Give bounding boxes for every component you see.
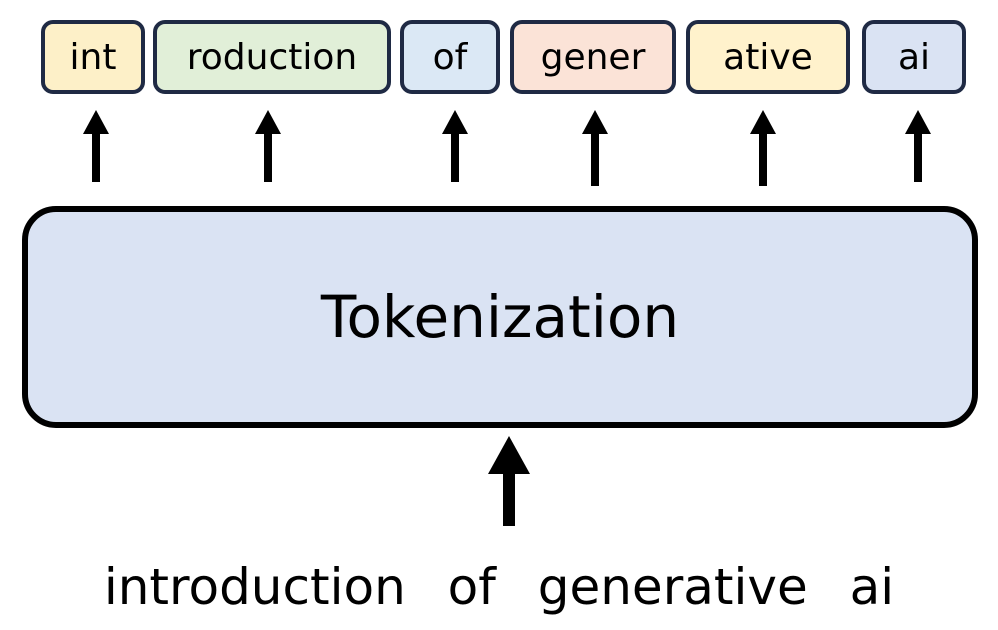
arrow-up-icon — [255, 110, 281, 182]
token-label: ai — [897, 36, 931, 78]
token-int: int — [41, 20, 145, 94]
input-arrow-up-icon — [488, 436, 530, 526]
token-ative: ative — [686, 20, 850, 94]
token-ai: ai — [862, 20, 966, 94]
token-gener: gener — [510, 20, 676, 94]
token-label: int — [69, 36, 117, 78]
arrow-up-icon — [83, 110, 109, 182]
tokenization-label: Tokenization — [320, 283, 680, 351]
token-roduction: roduction — [153, 20, 391, 94]
tokenization-box: Tokenization — [22, 206, 978, 428]
token-of: of — [400, 20, 500, 94]
token-label: of — [432, 36, 468, 78]
token-label: roduction — [186, 36, 358, 78]
arrow-up-icon — [582, 110, 608, 186]
input-text: introduction of generative ai — [103, 558, 895, 616]
arrow-up-icon — [905, 110, 931, 182]
arrow-up-icon — [442, 110, 468, 182]
arrow-up-icon — [750, 110, 776, 186]
token-label: ative — [723, 36, 813, 78]
token-label: gener — [540, 36, 646, 78]
